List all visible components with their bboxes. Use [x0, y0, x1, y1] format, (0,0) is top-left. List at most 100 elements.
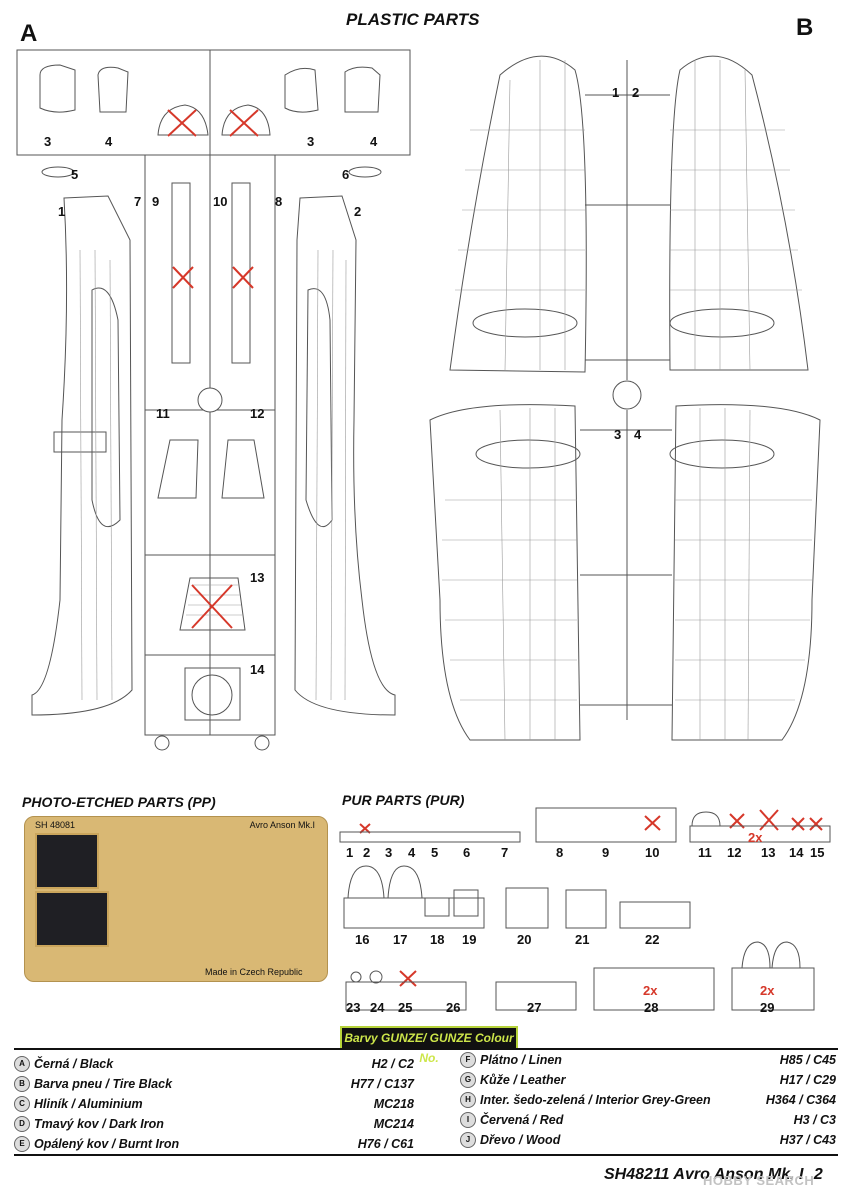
pur-part-number: 2	[363, 845, 371, 860]
pe-sheet-code: SH 48081	[35, 820, 76, 830]
pur-part-number: 13	[761, 845, 776, 860]
pur-multiplier: 2x	[643, 983, 658, 998]
part-number: 14	[250, 662, 265, 677]
instrument-panel	[35, 891, 109, 947]
pur-part-number: 25	[398, 1000, 413, 1015]
colour-row: I Červená / Red H3 / C3	[460, 1110, 836, 1130]
part-number: 9	[152, 194, 160, 209]
pur-part-number: 21	[575, 932, 590, 947]
colour-code: H3 / C3	[793, 1113, 836, 1127]
colour-name: Hliník / Aluminium	[34, 1097, 143, 1111]
pur-multiplier: 2x	[760, 983, 775, 998]
colour-code: H77 / C137	[350, 1077, 414, 1091]
wing-bottom-left	[429, 404, 581, 741]
pe-fret: SH 48081 Avro Anson Mk.I Made in Czech R…	[24, 816, 328, 982]
colour-name: Kůže / Leather	[480, 1073, 566, 1087]
wing-top-left	[449, 55, 587, 373]
part-number: 3	[44, 134, 52, 149]
sprue-b-label: B	[796, 14, 814, 41]
pur-part-number: 29	[760, 1000, 775, 1015]
pur-part-number: 16	[355, 932, 370, 947]
part-number: 1	[58, 204, 66, 219]
pe-section-title: PHOTO-ETCHED PARTS (PP)	[22, 794, 216, 810]
colour-badge: F	[460, 1052, 476, 1068]
colour-row: C Hliník / Aluminium MC218	[14, 1094, 414, 1114]
colour-code: MC214	[373, 1117, 414, 1131]
part-number: 4	[634, 427, 642, 442]
colour-name: Inter. šedo-zelená / Interior Grey-Green	[480, 1093, 711, 1107]
colour-code: H2 / C2	[371, 1057, 414, 1071]
pur-part-number: 4	[408, 845, 416, 860]
pur-part-number: 14	[789, 845, 804, 860]
colour-name: Tmavý kov / Dark Iron	[34, 1117, 164, 1131]
colour-code: H76 / C61	[357, 1137, 414, 1151]
part-number: 3	[614, 427, 622, 442]
footer-title: SH48211 Avro Anson Mk. I	[604, 1166, 804, 1183]
colour-table-title: Barvy GUNZE/ GUNZE Colour No.	[340, 1026, 518, 1065]
colour-badge: C	[14, 1096, 30, 1112]
pe-sheet-model: Avro Anson Mk.I	[249, 820, 315, 830]
pur-section-title: PUR PARTS (PUR)	[342, 792, 465, 808]
colour-badge: E	[14, 1136, 30, 1152]
colour-code: H37 / C43	[779, 1133, 836, 1147]
colour-badge: H	[460, 1092, 476, 1108]
pur-part-number: 8	[556, 845, 564, 860]
pur-part-number: 18	[430, 932, 445, 947]
part-number: 3	[307, 134, 315, 149]
part-number: 11	[156, 406, 170, 421]
wing-top-right	[669, 55, 809, 371]
part-number: 4	[370, 134, 378, 149]
pur-part-number: 3	[385, 845, 393, 860]
pur-part-number: 27	[527, 1000, 542, 1015]
pur-part-number: 23	[346, 1000, 361, 1015]
colour-row: J Dřevo / Wood H37 / C43	[460, 1130, 836, 1150]
colour-code: H364 / C364	[765, 1093, 836, 1107]
colour-row: H Inter. šedo-zelená / Interior Grey-Gre…	[460, 1090, 836, 1110]
pur-parts	[339, 807, 831, 1011]
part-number: 2	[354, 204, 362, 219]
colour-badge: D	[14, 1116, 30, 1132]
sprue-a-frame	[16, 49, 411, 156]
colour-code: H17 / C29	[779, 1073, 836, 1087]
colour-name: Plátno / Linen	[480, 1053, 562, 1067]
pur-part-number: 12	[727, 845, 742, 860]
colour-badge: J	[460, 1132, 476, 1148]
pur-part-number: 19	[462, 932, 477, 947]
colour-row: F Plátno / Linen H85 / C45	[460, 1050, 836, 1070]
pur-part-number: 15	[810, 845, 825, 860]
pur-part-number: 24	[370, 1000, 385, 1015]
pur-part-number: 9	[602, 845, 610, 860]
fuselage-right	[294, 195, 396, 716]
colour-badge: I	[460, 1112, 476, 1128]
colour-row: G Kůže / Leather H17 / C29	[460, 1070, 836, 1090]
wing-bottom-right	[671, 404, 821, 741]
pur-part-number: 17	[393, 932, 408, 947]
deleted-marks	[167, 109, 823, 987]
part-number: 7	[134, 194, 142, 209]
part-number: 12	[250, 406, 265, 421]
pur-part-number: 26	[446, 1000, 461, 1015]
part-number: 1	[612, 85, 620, 100]
colour-badge: G	[460, 1072, 476, 1088]
part-number: 13	[250, 570, 265, 585]
pur-part-number: 20	[517, 932, 532, 947]
part-number: 5	[71, 167, 79, 182]
pe-made-in: Made in Czech Republic	[205, 967, 303, 977]
colour-row: B Barva pneu / Tire Black H77 / C137	[14, 1074, 414, 1094]
colour-name: Červená / Red	[480, 1113, 564, 1127]
pur-part-number: 5	[431, 845, 439, 860]
page-title: PLASTIC PARTS	[346, 10, 480, 29]
sprue-a-label: A	[20, 20, 38, 47]
colour-badge: B	[14, 1076, 30, 1092]
part-number: 8	[275, 194, 283, 209]
pur-part-number: 6	[463, 845, 471, 860]
pur-part-number: 7	[501, 845, 509, 860]
colour-table: A Černá / Black H2 / C2 B Barva pneu / T…	[14, 1048, 838, 1156]
colour-row: D Tmavý kov / Dark Iron MC214	[14, 1114, 414, 1134]
pur-part-number: 11	[698, 845, 712, 860]
footer: SH48211 Avro Anson Mk. I 2	[604, 1166, 823, 1184]
colour-name: Dřevo / Wood	[480, 1133, 561, 1147]
part-number: 6	[342, 167, 350, 182]
colour-badge: A	[14, 1056, 30, 1072]
